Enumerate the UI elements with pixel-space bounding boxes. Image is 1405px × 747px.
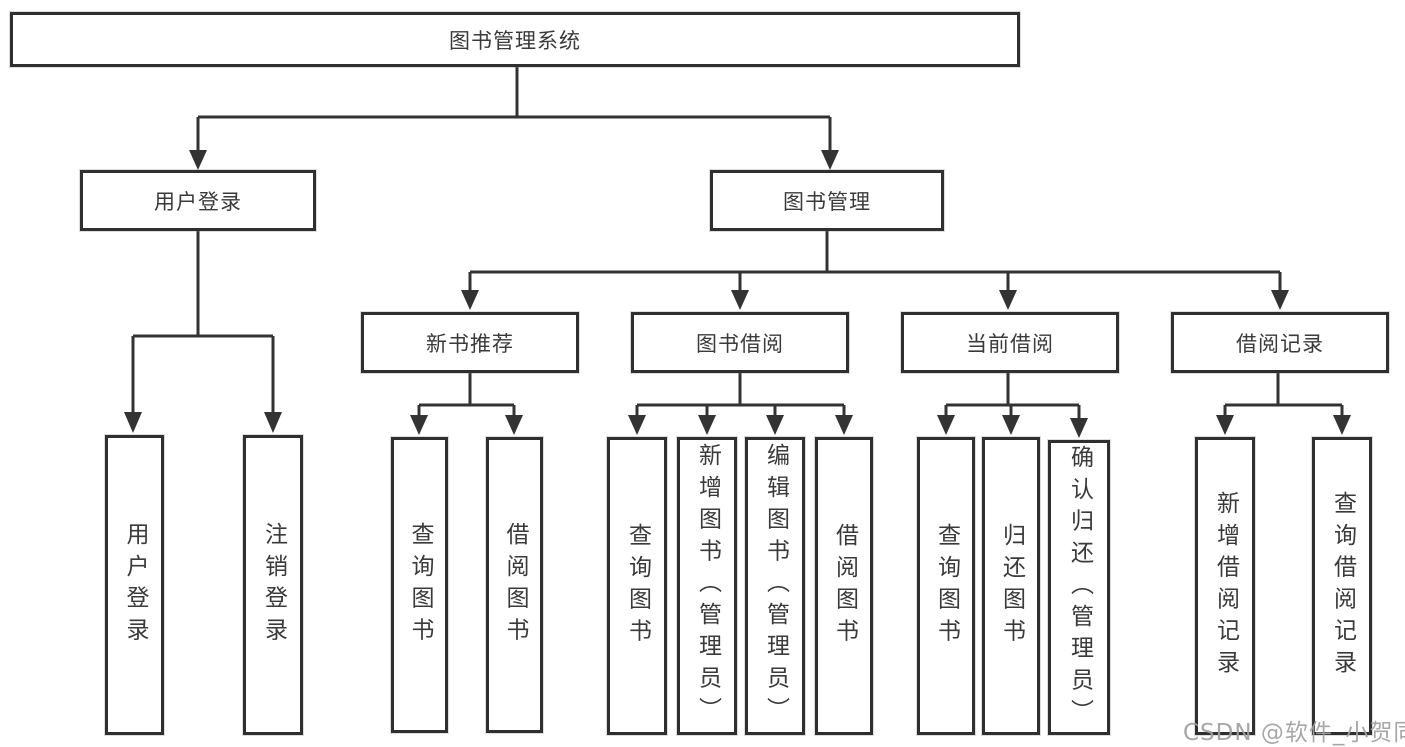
node-borrow-record-label: 借阅记录 xyxy=(1236,331,1324,356)
leaf-cb-return-book-label: 归还图书 xyxy=(998,522,1025,650)
node-user-login-label: 用户登录 xyxy=(154,189,242,214)
leaf-bb-add-book: 新增图书（管理员） xyxy=(677,437,737,735)
leaf-cb-query-book: 查询图书 xyxy=(917,437,975,735)
leaf-user-login: 用户登录 xyxy=(105,435,164,735)
node-book-borrow: 图书借阅 xyxy=(631,312,849,373)
leaf-br-query-record: 查询借阅记录 xyxy=(1312,437,1372,735)
connector-current-borrow-branch xyxy=(937,373,1088,438)
leaf-logout: 注销登录 xyxy=(243,435,303,735)
node-book-borrow-label: 图书借阅 xyxy=(696,331,784,356)
connector-root-to-level2 xyxy=(189,66,839,170)
connector-borrow-record-branch xyxy=(1216,373,1351,435)
leaf-cb-confirm-return-label: 确认归还（管理员） xyxy=(1066,444,1093,731)
node-new-book-rec: 新书推荐 xyxy=(361,312,579,373)
leaf-bb-edit-book-label: 编辑图书（管理员） xyxy=(762,443,789,729)
leaf-br-add-record-label: 新增借阅记录 xyxy=(1212,490,1239,682)
leaf-bb-add-book-label: 新增图书（管理员） xyxy=(694,443,721,729)
leaf-br-add-record: 新增借阅记录 xyxy=(1195,437,1255,735)
connector-book-mgmt-to-level3 xyxy=(461,231,1289,310)
leaf-bb-borrow-book-label: 借阅图书 xyxy=(831,522,858,650)
leaf-bb-query-book-label: 查询图书 xyxy=(624,522,651,650)
node-root: 图书管理系统 xyxy=(10,12,1020,67)
leaf-cb-confirm-return: 确认归还（管理员） xyxy=(1048,440,1110,735)
leaf-rec-borrow-book: 借阅图书 xyxy=(486,437,543,733)
connector-new-book-branch xyxy=(410,373,523,435)
node-current-borrow: 当前借阅 xyxy=(901,312,1119,373)
node-borrow-record: 借阅记录 xyxy=(1171,312,1389,373)
leaf-bb-borrow-book: 借阅图书 xyxy=(815,437,873,735)
leaf-bb-edit-book: 编辑图书（管理员） xyxy=(745,437,805,735)
node-new-book-rec-label: 新书推荐 xyxy=(426,331,514,356)
leaf-rec-borrow-book-label: 借阅图书 xyxy=(502,521,528,649)
leaf-user-login-label: 用户登录 xyxy=(122,521,148,649)
node-root-label: 图书管理系统 xyxy=(449,28,581,53)
connector-book-borrow-branch xyxy=(628,373,853,435)
node-book-mgmt-label: 图书管理 xyxy=(783,189,871,214)
node-current-borrow-label: 当前借阅 xyxy=(966,331,1054,356)
node-user-login: 用户登录 xyxy=(80,170,316,231)
leaf-logout-label: 注销登录 xyxy=(260,521,287,649)
leaf-cb-return-book: 归还图书 xyxy=(982,437,1040,735)
connector-user-login-branch xyxy=(124,231,282,433)
node-book-mgmt: 图书管理 xyxy=(710,170,944,231)
leaf-cb-query-book-label: 查询图书 xyxy=(933,522,960,650)
leaf-rec-query-book: 查询图书 xyxy=(391,437,448,733)
leaf-rec-query-book-label: 查询图书 xyxy=(407,521,433,649)
leaf-bb-query-book: 查询图书 xyxy=(607,437,667,735)
leaf-br-query-record-label: 查询借阅记录 xyxy=(1329,490,1356,682)
watermark: CSDN @软件_小贺同学 xyxy=(1183,720,1405,746)
